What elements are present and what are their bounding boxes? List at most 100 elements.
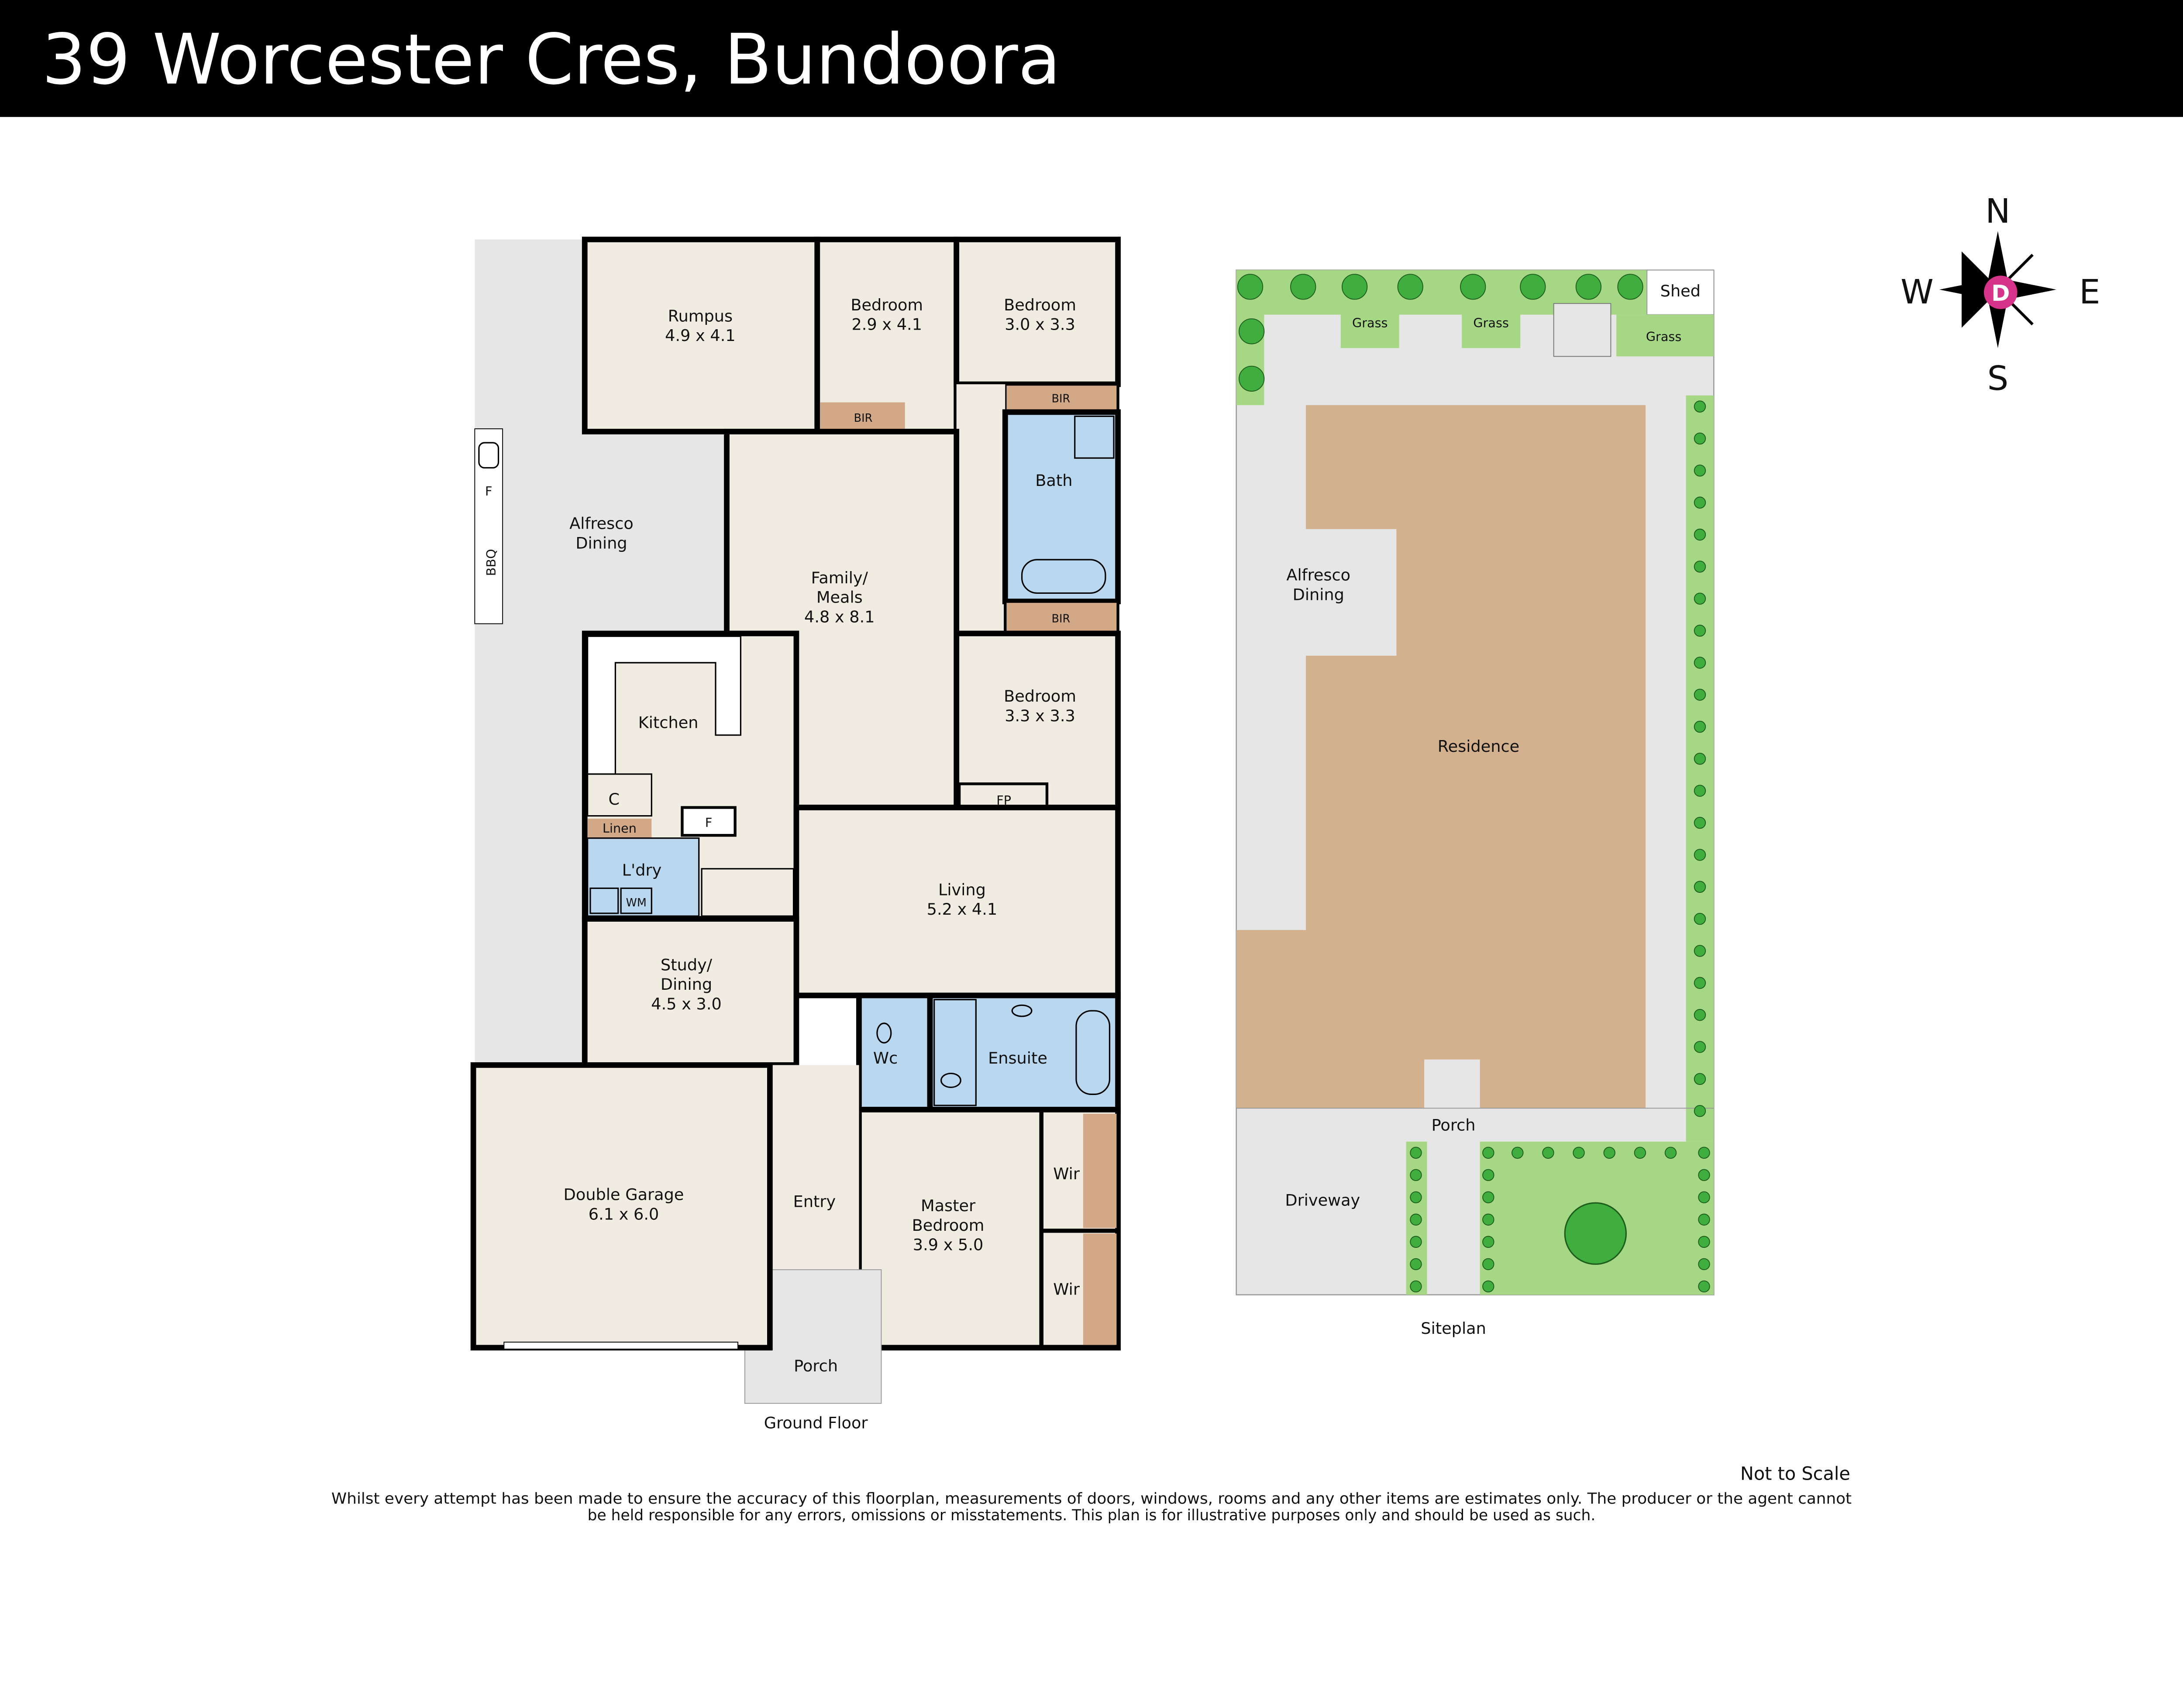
shrub-icon bbox=[1410, 1213, 1422, 1226]
sink-icon bbox=[478, 442, 499, 469]
wir-label: Wir bbox=[1053, 1280, 1080, 1299]
room-name: Wc bbox=[873, 1049, 898, 1068]
shrub-icon bbox=[1698, 1169, 1710, 1181]
bir-label: BIR bbox=[1051, 393, 1070, 406]
shrub-icon bbox=[1460, 274, 1486, 300]
shrub-icon bbox=[1617, 274, 1643, 300]
room-name-2: Bedroom bbox=[912, 1216, 985, 1235]
grass-label: Grass bbox=[1352, 315, 1388, 330]
shrub-icon bbox=[1603, 1147, 1615, 1159]
room-size: 3.3 x 3.3 bbox=[1005, 706, 1075, 725]
compass-east: E bbox=[2079, 273, 2100, 312]
shrub-icon bbox=[1342, 274, 1368, 300]
shrub-icon bbox=[1237, 274, 1264, 300]
bathtub-icon bbox=[1075, 1010, 1111, 1095]
room-name: Ensuite bbox=[988, 1049, 1047, 1068]
room-name: Master bbox=[921, 1196, 976, 1215]
shrub-icon bbox=[1482, 1191, 1494, 1204]
shrub-icon bbox=[1482, 1213, 1494, 1226]
room-living bbox=[793, 805, 1121, 999]
linen-label: Linen bbox=[603, 821, 637, 836]
shrub-icon bbox=[1694, 400, 1706, 413]
grass-patch bbox=[1462, 303, 1521, 348]
shrub-icon bbox=[1694, 496, 1706, 509]
shrub-icon bbox=[1698, 1258, 1710, 1271]
shrub-icon bbox=[1694, 753, 1706, 765]
bathtub-icon bbox=[1021, 559, 1106, 594]
compass-rose: D N S W E bbox=[1901, 192, 2100, 398]
residence-label: Residence bbox=[1438, 737, 1519, 756]
room-entry bbox=[770, 1065, 859, 1270]
tree-icon bbox=[1564, 1202, 1627, 1265]
wir-1 bbox=[1083, 1114, 1117, 1228]
room-study-dining bbox=[582, 916, 799, 1068]
shrub-icon bbox=[1694, 977, 1706, 989]
shed-label: Shed bbox=[1660, 282, 1701, 300]
shrub-icon bbox=[1239, 365, 1265, 392]
shrub-icon bbox=[1694, 913, 1706, 925]
siteplan: Shed Grass Grass Grass Alfresco Dining R… bbox=[1236, 269, 1715, 1338]
residence bbox=[1236, 405, 1646, 1109]
shrub-icon bbox=[1694, 657, 1706, 669]
shrub-icon bbox=[1694, 945, 1706, 957]
room-name: Bath bbox=[1035, 471, 1072, 490]
logo-letter: D bbox=[1991, 281, 2010, 306]
shrub-icon bbox=[1694, 1009, 1706, 1021]
room-size: 3.0 x 3.3 bbox=[1005, 315, 1075, 334]
grass-label: Grass bbox=[1646, 329, 1682, 344]
room-bedroom-4 bbox=[954, 630, 1121, 810]
shrub-icon bbox=[1482, 1147, 1494, 1159]
shrub-icon bbox=[1239, 318, 1265, 344]
page-title: 39 Worcester Cres, Bundoora bbox=[42, 19, 1061, 100]
grass-label: Grass bbox=[1473, 315, 1509, 330]
pantry bbox=[587, 773, 652, 817]
room-name: Study/ bbox=[661, 956, 713, 975]
room-name: Porch bbox=[794, 1357, 838, 1375]
ground-floor-plan: F BBQ Alfresco Dining Rumpus 4.9 x 4.1 B… bbox=[470, 237, 1121, 1433]
shrub-icon bbox=[1410, 1236, 1422, 1248]
shrub-icon bbox=[1634, 1147, 1646, 1159]
compass-west: W bbox=[1901, 273, 1934, 312]
scale-note: Not to Scale bbox=[1740, 1464, 1850, 1484]
shrub-icon bbox=[1698, 1191, 1710, 1204]
toilet-icon bbox=[876, 1023, 892, 1043]
compass-north: N bbox=[1985, 192, 2010, 231]
shrub-icon bbox=[1410, 1147, 1422, 1159]
shrub-icon bbox=[1694, 689, 1706, 701]
room-name-2: Meals bbox=[816, 588, 863, 607]
room-name: Double Garage bbox=[564, 1185, 684, 1204]
alfresco-label-2: Dining bbox=[1293, 585, 1344, 604]
shrub-icon bbox=[1575, 274, 1602, 300]
shrub-icon bbox=[1482, 1236, 1494, 1248]
fridge-label: F bbox=[485, 484, 492, 499]
shrub-icon bbox=[1698, 1236, 1710, 1248]
room-bedroom-3 bbox=[954, 237, 1121, 387]
room-name: Entry bbox=[793, 1192, 836, 1211]
room-size: 4.5 x 3.0 bbox=[651, 995, 722, 1013]
shrub-icon bbox=[1694, 528, 1706, 541]
room-size: 4.8 x 8.1 bbox=[804, 607, 875, 626]
hallway bbox=[956, 384, 1005, 635]
shrubs bbox=[1237, 274, 1710, 1293]
room-name: Bedroom bbox=[1004, 687, 1076, 706]
shrub-icon bbox=[1694, 592, 1706, 605]
shrub-icon bbox=[1698, 1147, 1710, 1159]
shrub-icon bbox=[1694, 720, 1706, 733]
grass-patch bbox=[1340, 303, 1399, 348]
shrub-icon bbox=[1698, 1213, 1710, 1226]
shrub-icon bbox=[1482, 1280, 1494, 1293]
shrub-icon bbox=[1573, 1147, 1585, 1159]
room-name: Bedroom bbox=[1004, 296, 1076, 314]
room-ensuite bbox=[927, 992, 1121, 1112]
alfresco-label-2: Dining bbox=[575, 534, 627, 552]
room-size: 3.9 x 5.0 bbox=[913, 1236, 984, 1254]
disclaimer-line-2: be held responsible for any errors, omis… bbox=[588, 1506, 1596, 1524]
wm-label: WM bbox=[626, 896, 647, 909]
room-name: Rumpus bbox=[668, 307, 733, 326]
room-name: Kitchen bbox=[638, 713, 699, 732]
room-size: 5.2 x 4.1 bbox=[927, 900, 998, 919]
alfresco-area bbox=[475, 239, 586, 1065]
shrub-icon bbox=[1664, 1147, 1677, 1159]
siteplan-caption: Siteplan bbox=[1421, 1319, 1486, 1338]
shower-icon bbox=[933, 999, 977, 1106]
